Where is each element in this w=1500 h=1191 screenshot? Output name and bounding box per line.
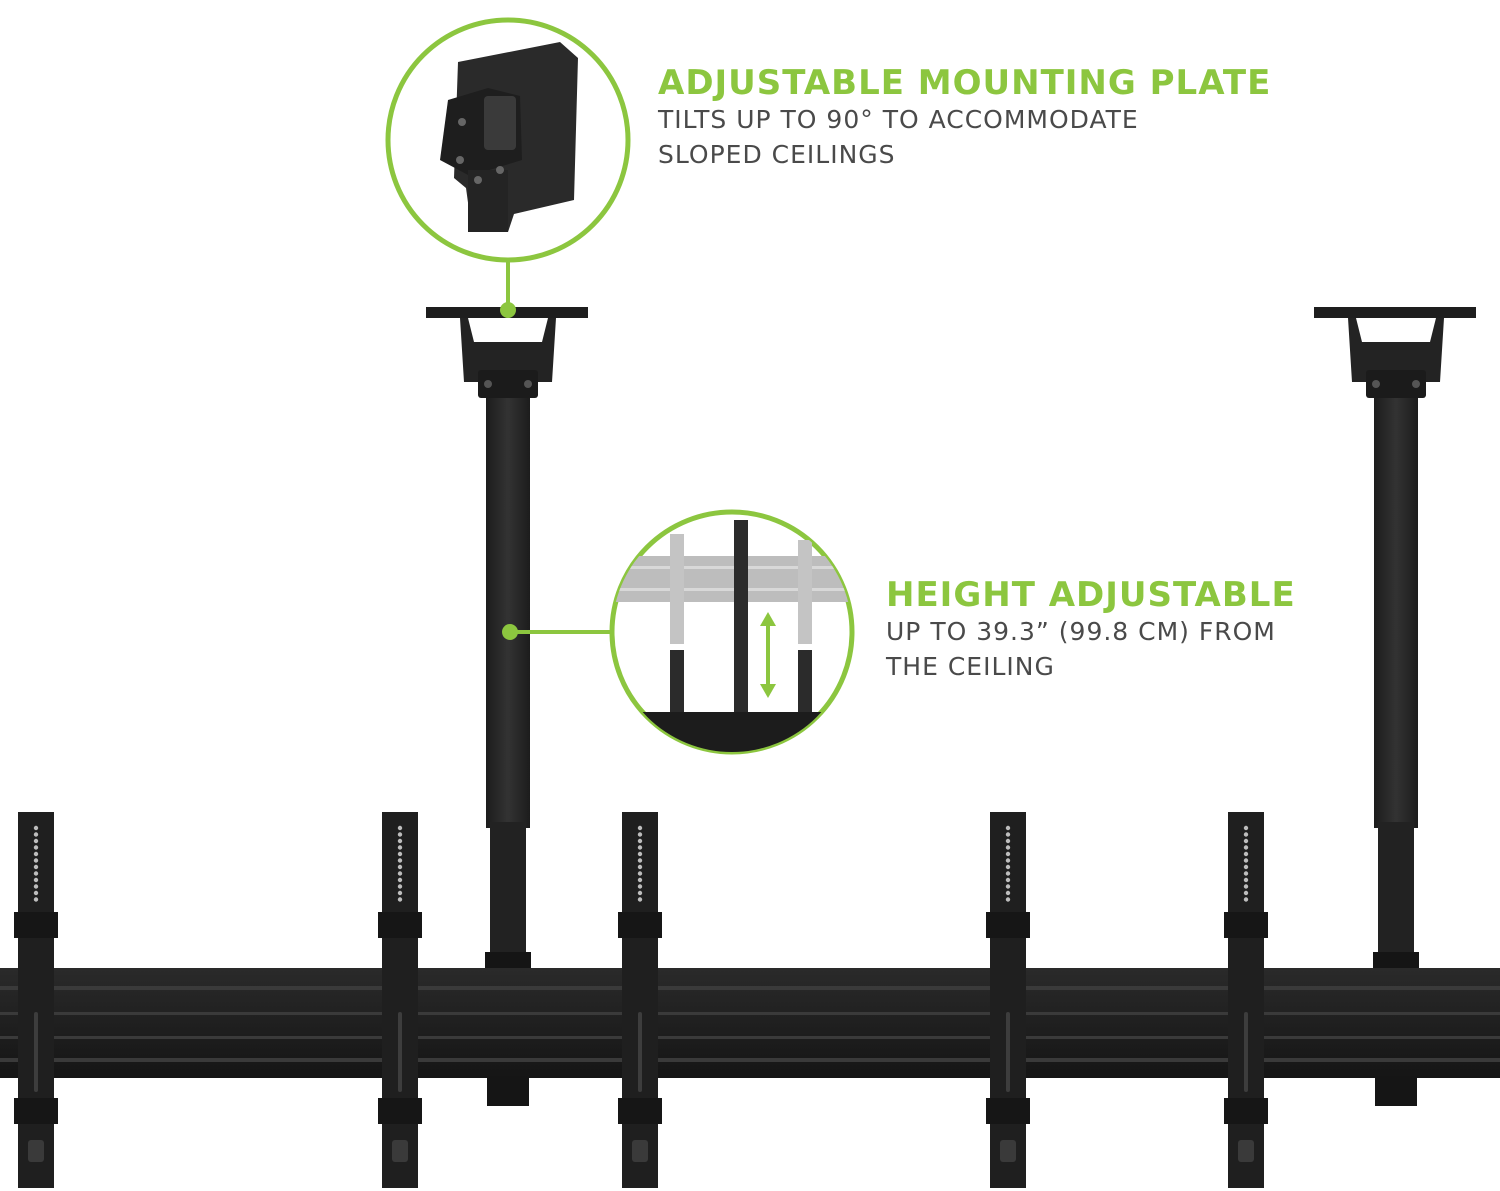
height-adjustable-heading: HEIGHT ADJUSTABLE — [886, 575, 1296, 615]
height-adjustable-callout — [502, 509, 855, 755]
display-bracket — [618, 812, 662, 1188]
ceiling-mount-right — [1314, 307, 1476, 1106]
display-bracket — [986, 812, 1030, 1188]
mounting-plate-marker — [500, 302, 516, 318]
display-bracket — [1224, 812, 1268, 1188]
mounting-plate-heading: ADJUSTABLE MOUNTING PLATE — [658, 63, 1272, 103]
mounting-plate-line-1: TILTS UP TO 90° TO ACCOMMODATE — [658, 105, 1139, 134]
height-adjustable-line-1: UP TO 39.3” (99.8 CM) FROM — [886, 617, 1276, 646]
mounting-plate-callout — [385, 17, 631, 318]
display-bracket — [378, 812, 422, 1188]
display-bracket — [14, 812, 58, 1188]
height-adjustable-line-2: THE CEILING — [886, 652, 1055, 681]
mounting-plate-detail-image — [440, 42, 578, 232]
height-adjustable-text: HEIGHT ADJUSTABLE UP TO 39.3” (99.8 CM) … — [886, 576, 1296, 684]
mounting-plate-line-2: SLOPED CEILINGS — [658, 140, 896, 169]
mounting-plate-text: ADJUSTABLE MOUNTING PLATE TILTS UP TO 90… — [658, 64, 1271, 172]
ceiling-mount-left — [426, 307, 588, 1106]
height-adjustable-marker — [502, 624, 518, 640]
horizontal-rail — [0, 968, 1500, 1078]
display-brackets — [14, 812, 1268, 1188]
